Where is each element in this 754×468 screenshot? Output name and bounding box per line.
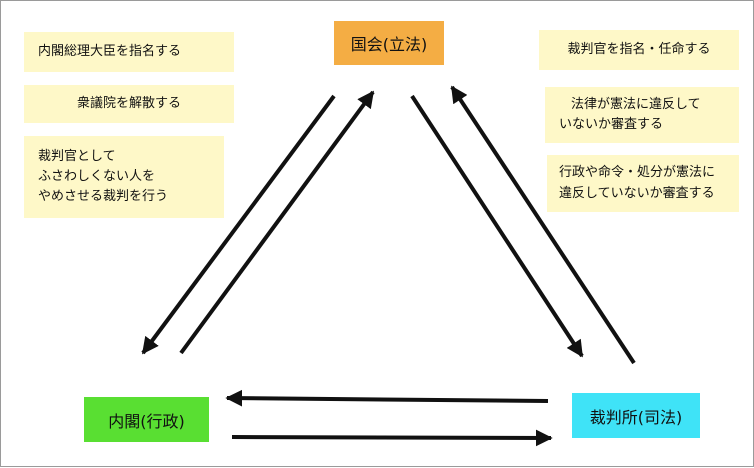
node-court-label: 裁判所(司法) [589,407,683,427]
note-line: やめさせる裁判を行う [38,189,169,205]
arrow-court-to-cabinet [225,389,549,407]
arrow-cabinet-to-diet [179,90,375,355]
note-dissolve-house: 衆議院を解散する [24,85,234,123]
arrow-court-to-diet [450,85,636,365]
node-diet-label: 国会(立法) [350,35,428,54]
note-text: 衆議院を解散する [76,95,181,111]
node-court: 裁判所(司法) [572,393,700,438]
note-text: 内閣総理大臣を指名する [38,43,182,59]
note-lines: 法律が憲法に違反して いないか審査する [559,95,701,135]
note-review-administration: 行政や命令・処分が憲法に 違反していないか審査する [547,155,739,212]
arrow-diet-to-court [410,94,584,358]
note-line: 裁判官として [38,148,116,164]
note-lines: 行政や命令・処分が憲法に 違反していないか審査する [559,163,715,203]
note-line: 違反していないか審査する [559,185,715,201]
arrow-diet-to-cabinet [141,94,336,355]
note-line: 行政や命令・処分が憲法に [559,165,716,181]
note-text: 裁判官を指名・任命する [567,41,711,57]
node-cabinet-label: 内閣(行政) [108,411,185,431]
note-appoint-judges: 裁判官を指名・任命する [539,30,739,70]
node-diet: 国会(立法) [334,21,444,65]
note-line: いないか審査する [559,117,664,132]
note-line: 法律が憲法に違反して [571,96,701,112]
note-impeachment-court: 裁判官として ふさわしくない人を やめさせる裁判を行う [24,136,224,218]
note-nominate-prime-minister: 内閣総理大臣を指名する [24,32,234,72]
note-line: ふさわしくない人を [38,168,156,184]
node-cabinet: 内閣(行政) [84,397,209,442]
note-review-laws: 法律が憲法に違反して いないか審査する [545,87,739,143]
note-lines: 裁判官として ふさわしくない人を やめさせる裁判を行う [38,147,168,207]
arrow-cabinet-to-court [231,429,553,447]
